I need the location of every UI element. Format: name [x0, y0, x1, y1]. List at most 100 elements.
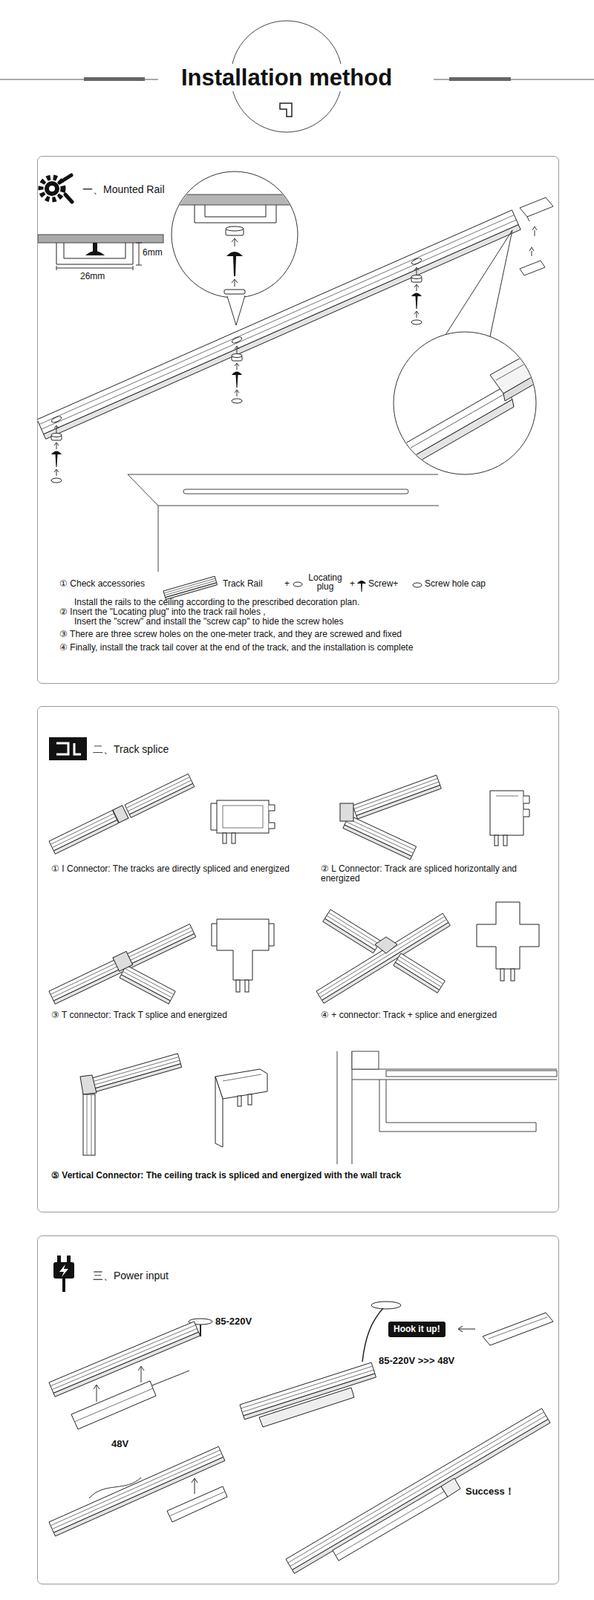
connector-caption: ① I Connector: The tracks are directly s… — [51, 864, 290, 874]
room-view — [337, 1051, 557, 1165]
i-connector — [216, 800, 269, 834]
i-connector — [231, 833, 236, 844]
section-panel: 二、Track splice — [37, 706, 560, 1213]
t-connector — [211, 919, 274, 992]
panel1-art — [231, 346, 243, 404]
vertical-connector — [215, 1069, 268, 1148]
zoom-circle — [226, 251, 243, 257]
i-connector — [210, 803, 217, 831]
zoom-circle — [233, 256, 237, 277]
room-view — [386, 1070, 557, 1077]
zoom-pointer — [445, 230, 513, 337]
driver — [71, 1381, 156, 1430]
room-lines — [127, 474, 439, 572]
i-connector-view — [49, 810, 119, 854]
result-label: Success！ — [465, 1486, 515, 1497]
profile-section — [135, 242, 142, 244]
accessory-icons — [360, 583, 363, 592]
end-cap-parts — [519, 260, 545, 276]
panel3-art — [49, 1255, 554, 1574]
part-name: Track Rail — [222, 579, 263, 589]
driver — [194, 1479, 196, 1494]
accessory-icons — [357, 580, 367, 584]
cover-piece — [458, 1329, 476, 1330]
driver — [74, 1388, 153, 1422]
panel1-art — [37, 171, 554, 600]
plug-icon — [53, 1262, 75, 1279]
t-connector — [245, 980, 249, 992]
title-decoration — [279, 103, 292, 117]
vertical-connector — [215, 1076, 223, 1148]
profile-section — [37, 234, 164, 243]
panel1-art — [411, 267, 422, 325]
zoom-outline — [171, 171, 298, 298]
zoom-circle — [234, 279, 236, 287]
driver — [191, 1478, 198, 1483]
cross-connector — [500, 968, 505, 981]
i-connector-view — [49, 773, 195, 854]
section-panel: 三、Power inputHook it up! — [37, 1235, 560, 1585]
step-text: ② Insert the "Locating plug" into the tr… — [59, 607, 266, 618]
step-text: Install the rails to the ceiling accordi… — [74, 597, 360, 608]
l-connector-view — [340, 775, 442, 860]
accessory-icons — [412, 582, 422, 588]
splice-icon — [49, 737, 87, 761]
panel1-art — [51, 425, 62, 483]
end-cap-parts — [527, 216, 530, 222]
l-connector — [523, 795, 530, 817]
profile-section — [56, 265, 58, 271]
cover-piece — [482, 1312, 554, 1346]
zoom-circle — [393, 399, 514, 476]
l-connector-view — [352, 775, 442, 819]
room-view — [379, 1079, 537, 1132]
l-connector-view — [340, 803, 354, 822]
cover-piece — [458, 1312, 554, 1346]
driver — [167, 1478, 228, 1523]
end-cap-parts — [532, 226, 537, 231]
arrows — [141, 1366, 142, 1383]
track-rail — [37, 210, 521, 439]
driver — [152, 1370, 190, 1386]
arrows — [96, 1385, 98, 1402]
zoom-outline — [393, 331, 537, 475]
t-connector-view — [112, 951, 133, 972]
cross-connector-view — [316, 909, 450, 1004]
gear-icon — [59, 175, 73, 202]
vertical-connector — [237, 1095, 242, 1107]
panel3-art — [49, 1321, 200, 1397]
accessory-icons — [293, 582, 303, 587]
panel3-art — [285, 1408, 551, 1574]
page-title: Installation method — [175, 63, 398, 92]
voltage-label: 85-220V — [215, 1316, 252, 1327]
panel2-art — [49, 737, 557, 1165]
connector-caption: ② L Connector: Track are spliced horizon… — [320, 864, 544, 884]
l-connector — [503, 835, 508, 846]
i-connector — [222, 805, 263, 828]
part-name: Screw hole cap — [424, 579, 486, 589]
profile-section — [56, 268, 133, 269]
driver — [259, 1387, 355, 1428]
cross-connector-view — [322, 909, 381, 954]
part-name: Locating plug — [303, 573, 347, 592]
light-fixture — [335, 1491, 445, 1556]
driver — [167, 1486, 228, 1523]
cross-connector — [476, 902, 540, 969]
cross-connector-view — [393, 953, 446, 993]
zoom-circle — [386, 353, 544, 476]
vertical-connector-view — [80, 1075, 97, 1095]
i-connector — [222, 833, 227, 844]
part-name: Screw+ — [368, 579, 398, 589]
arrows — [93, 1384, 100, 1390]
profile-section — [85, 250, 105, 256]
plug-icon — [66, 1255, 71, 1263]
dimension-label: 6mm — [142, 247, 163, 258]
title-decoration — [449, 77, 511, 81]
section-heading: 二、Track splice — [92, 743, 169, 756]
splice-icon — [56, 743, 81, 755]
title-decoration — [83, 77, 145, 81]
plug-icon — [57, 1255, 61, 1263]
driver — [71, 1370, 190, 1430]
i-connector — [268, 804, 275, 829]
vertical-connector-view — [91, 1094, 93, 1156]
